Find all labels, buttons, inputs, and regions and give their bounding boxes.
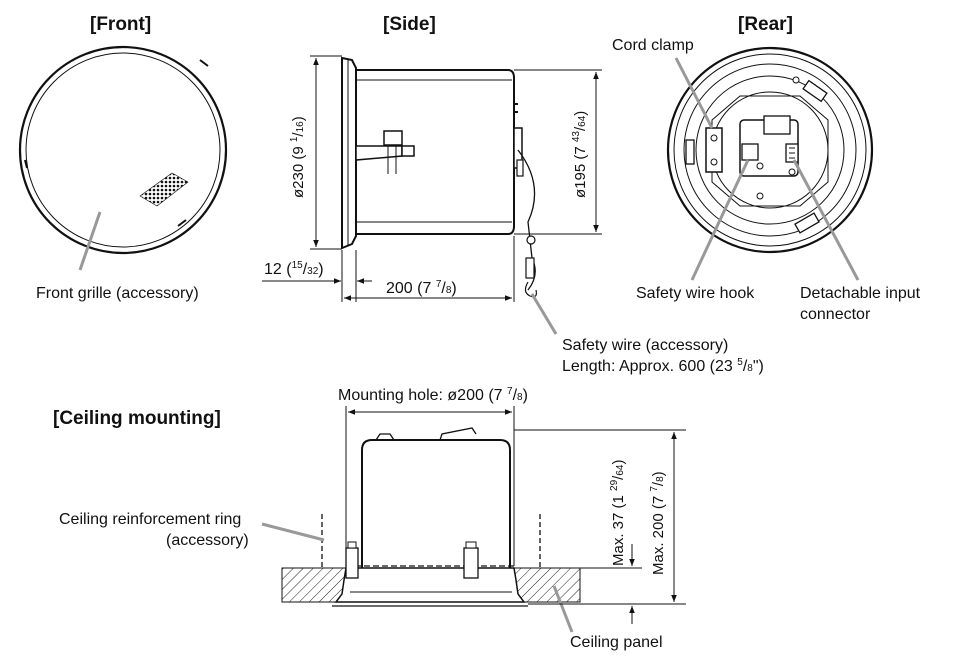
mounting-hole-dimension: Mounting hole: ø200 (7 7/8) <box>338 386 528 405</box>
safety-wire-leader <box>530 293 558 335</box>
safety-wire-hook-label: Safety wire hook <box>636 285 755 302</box>
detachable-connector-label-line2: connector <box>800 306 871 323</box>
ceiling-panel-label: Ceiling panel <box>570 634 663 651</box>
ceiling-speaker-flange <box>334 567 526 603</box>
ceiling-speaker-body <box>361 439 511 568</box>
safety-wire-length: Length: Approx. 600 (23 5/8") <box>562 357 764 376</box>
side-view-title: [Side] <box>383 14 436 35</box>
ceiling-panel-right <box>513 567 581 603</box>
reinforcement-ring-label-line1: Ceiling reinforcement ring <box>59 511 242 528</box>
max-200-dimension: Max. 200 (7 7/8) <box>649 471 667 575</box>
rear-view <box>666 46 874 281</box>
outer-diameter-dimension: ø230 (9 1/16) <box>289 116 307 198</box>
flange-thickness-dimension: 12 (15/32) <box>264 260 324 279</box>
safety-hook-leader <box>690 159 750 281</box>
cord-clamp-label: Cord clamp <box>612 37 694 54</box>
side-view <box>262 55 602 335</box>
front-grille-outer <box>18 45 228 255</box>
max-37-dimension: Max. 37 (1 29/64) <box>609 459 627 566</box>
side-flange <box>341 56 357 250</box>
panel-leader <box>552 585 574 633</box>
reinforcement-ring-label-line2: (accessory) <box>166 532 249 549</box>
detachable-connector-label-line1: Detachable input <box>800 285 921 302</box>
safety-wire <box>517 149 536 291</box>
front-view-title: [Front] <box>90 14 152 35</box>
body-diameter-dimension: ø195 (7 43/64) <box>571 110 589 198</box>
rear-cord-clamp <box>705 127 723 173</box>
connector-leader <box>792 159 860 281</box>
ring-leader <box>261 522 325 542</box>
side-body <box>355 69 515 235</box>
ceiling-panel-left <box>281 567 347 603</box>
ceiling-mounting-title: [Ceiling mounting] <box>53 408 221 429</box>
front-grille-label: Front grille (accessory) <box>36 285 199 302</box>
front-view <box>18 45 228 271</box>
front-grille-leader <box>78 211 102 271</box>
safety-wire-label: Safety wire (accessory) <box>562 337 729 354</box>
depth-dimension: 200 (7 7/8) <box>386 279 457 298</box>
ceiling-mounting-view <box>261 406 686 633</box>
rear-view-title: [Rear] <box>738 14 793 35</box>
front-grille-inner <box>25 52 221 248</box>
cord-clamp-leader <box>674 57 714 129</box>
grille-logo-pattern <box>139 172 189 207</box>
